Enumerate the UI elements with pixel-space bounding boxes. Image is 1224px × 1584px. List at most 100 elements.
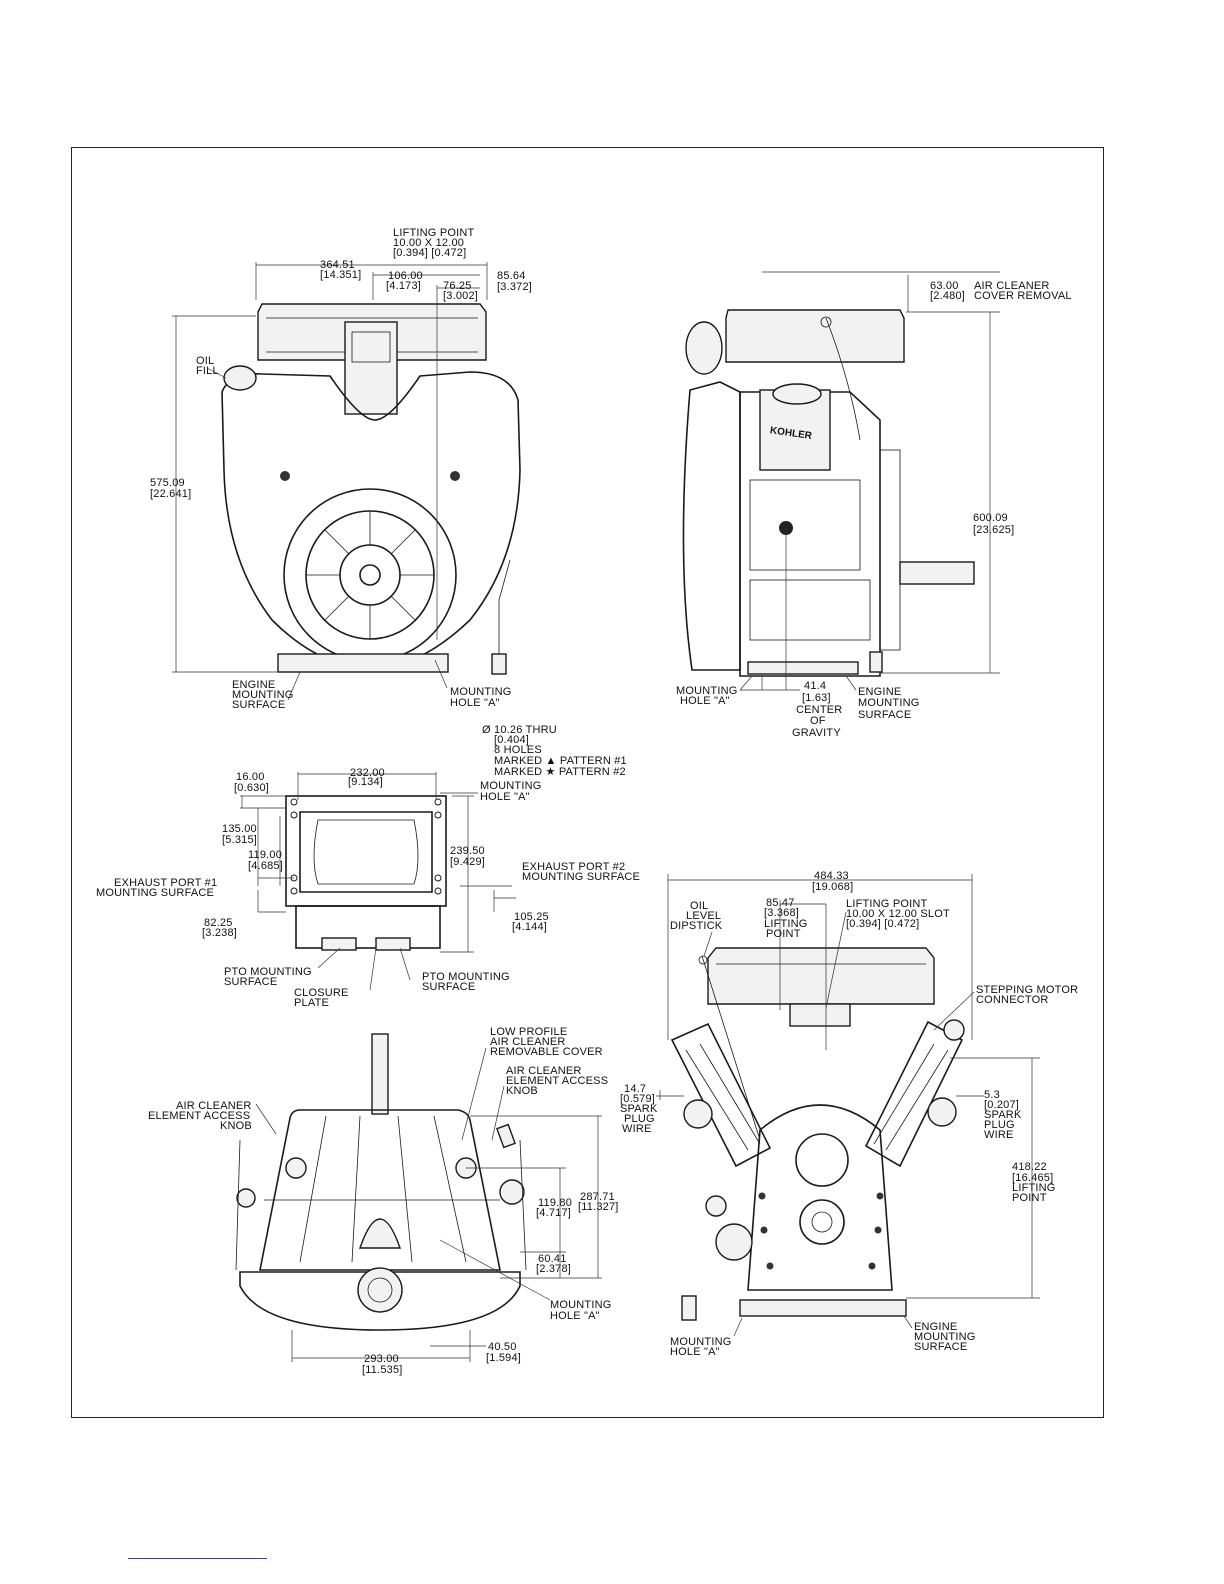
base-exhaust-2-label-2: MOUNTING SURFACE <box>522 871 640 883</box>
side-air-cleaner-dim-inch: [2.480] <box>930 290 965 302</box>
rear-mounting-hole-2: HOLE "A" <box>550 1310 600 1322</box>
base-closure-1: CLOSURE <box>294 987 349 999</box>
top-lifting-point-inch: [0.394] [0.472] <box>846 918 919 930</box>
front-mounting-hole-2: HOLE "A" <box>450 697 500 709</box>
top-view <box>656 874 1040 1337</box>
side-air-cleaner-label-1: AIR CLEANER <box>974 280 1050 292</box>
front-dim-width: 364.51 <box>320 259 355 271</box>
top-oil-dipstick-2: LEVEL <box>686 910 721 922</box>
base-dim-135-inch: [5.315] <box>222 834 257 846</box>
rear-knob-left-3: KNOB <box>220 1120 252 1132</box>
top-dim-418-inch: [16.465] <box>1012 1172 1053 1184</box>
top-stepping-motor-1: STEPPING MOTOR <box>976 984 1078 996</box>
base-exhaust-1-label-2: MOUNTING SURFACE <box>96 887 214 899</box>
rear-view <box>235 1033 602 1362</box>
front-dim-height-inch: [22.641] <box>150 488 191 500</box>
rear-dim-287-inch: [11.327] <box>578 1201 619 1213</box>
base-dim-239-inch: [9.429] <box>450 856 485 868</box>
rear-dim-119-inch: [4.717] <box>536 1207 571 1219</box>
base-holes-3: 8 HOLES <box>494 744 542 756</box>
front-engine-mounting-3: SURFACE <box>232 699 285 711</box>
side-view: KOHLER <box>682 271 1000 691</box>
front-engine-mounting-1: ENGINE <box>232 679 275 691</box>
base-holes-2: [0.404] <box>494 734 529 746</box>
rear-knob-right-1: AIR CLEANER <box>506 1065 582 1077</box>
base-dim-232: 232.00 <box>350 767 385 779</box>
base-mounting-hole-1: MOUNTING <box>480 780 541 792</box>
top-dim-484-inch: [19.068] <box>812 881 853 893</box>
side-dim-height: 600.09 <box>973 512 1008 524</box>
base-dim-119: 119.00 <box>248 849 282 861</box>
rear-low-profile-1: LOW PROFILE <box>490 1026 567 1038</box>
top-dim-418-label-1: LIFTING <box>1012 1182 1056 1194</box>
base-dim-239: 239.50 <box>450 845 485 857</box>
rear-low-profile-3: REMOVABLE COVER <box>490 1046 603 1058</box>
base-dim-16: 16.00 <box>236 771 265 783</box>
base-pto-right-1: PTO MOUNTING <box>422 971 510 983</box>
base-exhaust-2-label-1: EXHAUST PORT #2 <box>522 861 625 873</box>
top-spark-right-2: PLUG <box>984 1119 1015 1131</box>
rear-dim-40: 40.50 <box>488 1341 517 1353</box>
rear-dim-60-inch: [2.378] <box>536 1263 571 1275</box>
top-engine-mounting-3: SURFACE <box>914 1341 967 1353</box>
front-oil-fill-1: OIL <box>196 355 214 367</box>
top-spark-right-3: WIRE <box>984 1129 1014 1141</box>
front-mounting-hole-1: MOUNTING <box>450 686 511 698</box>
side-cog-label-1: CENTER <box>796 704 842 716</box>
top-engine-mounting-1: ENGINE <box>914 1321 957 1333</box>
top-dim-85-label-2: POINT <box>766 928 801 940</box>
base-pto-right-2: SURFACE <box>422 981 475 993</box>
base-pto-left-1: PTO MOUNTING <box>224 966 312 978</box>
side-air-cleaner-dim: 63.00 <box>930 280 959 292</box>
side-cog-label-3: GRAVITY <box>792 727 841 739</box>
top-dim-85-inch: [3.368] <box>764 907 799 919</box>
base-view <box>240 772 516 991</box>
side-engine-mounting-2: MOUNTING <box>858 697 919 709</box>
front-lifting-point-label: LIFTING POINT <box>393 227 475 239</box>
rear-low-profile-2: AIR CLEANER <box>490 1036 566 1048</box>
front-view <box>172 262 521 701</box>
side-mounting-hole-2: HOLE "A" <box>680 695 730 707</box>
base-dim-119-inch: [4.685] <box>248 860 283 872</box>
base-holes-4: MARKED ▲ PATTERN #1 <box>494 755 627 767</box>
rear-knob-right-3: KNOB <box>506 1085 538 1097</box>
rear-dim-40-inch: [1.594] <box>486 1352 521 1364</box>
base-holes-5: MARKED ★ PATTERN #2 <box>494 766 626 778</box>
top-dim-418-label-2: POINT <box>1012 1192 1047 1204</box>
side-dim-height-inch: [23.625] <box>973 524 1014 536</box>
front-dim-76-inch: [3.002] <box>443 290 478 302</box>
rear-dim-60: 60.41 <box>538 1253 567 1265</box>
top-lifting-point-size: 10.00 X 12.00 SLOT <box>846 908 950 920</box>
top-spark-right-inch: [0.207] <box>984 1099 1019 1111</box>
base-dim-82-inch: [3.238] <box>202 927 237 939</box>
base-dim-16-inch: [0.630] <box>234 782 269 794</box>
side-cog-label-2: OF <box>810 715 826 727</box>
top-spark-left-1: SPARK <box>620 1103 658 1115</box>
top-spark-left-3: WIRE <box>622 1123 652 1135</box>
side-engine-mounting-1: ENGINE <box>858 686 901 698</box>
top-engine-mounting-2: MOUNTING <box>914 1331 975 1343</box>
top-mounting-hole-2: HOLE "A" <box>670 1346 720 1358</box>
top-dim-418: 418.22 <box>1012 1161 1047 1173</box>
top-mounting-hole-1: MOUNTING <box>670 1336 731 1348</box>
rear-knob-right-2: ELEMENT ACCESS <box>506 1075 608 1087</box>
base-holes-1: Ø 10.26 THRU <box>482 724 557 736</box>
footer-rule <box>128 1558 267 1559</box>
base-dim-105: 105.25 <box>514 911 549 923</box>
base-dim-135: 135.00 <box>222 823 257 835</box>
rear-dim-293-inch: [11.535] <box>362 1364 403 1376</box>
top-dim-85-label-1: LIFTING <box>764 918 808 930</box>
side-cog-dim-inch: [1.63] <box>802 692 831 704</box>
rear-knob-left-1: AIR CLEANER <box>176 1100 252 1112</box>
top-stepping-motor-2: CONNECTOR <box>976 994 1049 1006</box>
side-cog-dim: 41.4 <box>804 680 826 692</box>
side-mounting-hole-1: MOUNTING <box>676 685 737 697</box>
front-lifting-point-inch: [0.394] [0.472] <box>393 247 466 259</box>
front-oil-fill-2: FILL <box>196 365 219 377</box>
top-lifting-point-label: LIFTING POINT <box>846 898 928 910</box>
rear-dim-293: 293.00 <box>364 1353 399 1365</box>
rear-mounting-hole-1: MOUNTING <box>550 1299 611 1311</box>
front-lifting-point-size: 10.00 X 12.00 <box>393 237 464 249</box>
rear-dim-119: 119.80 <box>538 1197 572 1209</box>
